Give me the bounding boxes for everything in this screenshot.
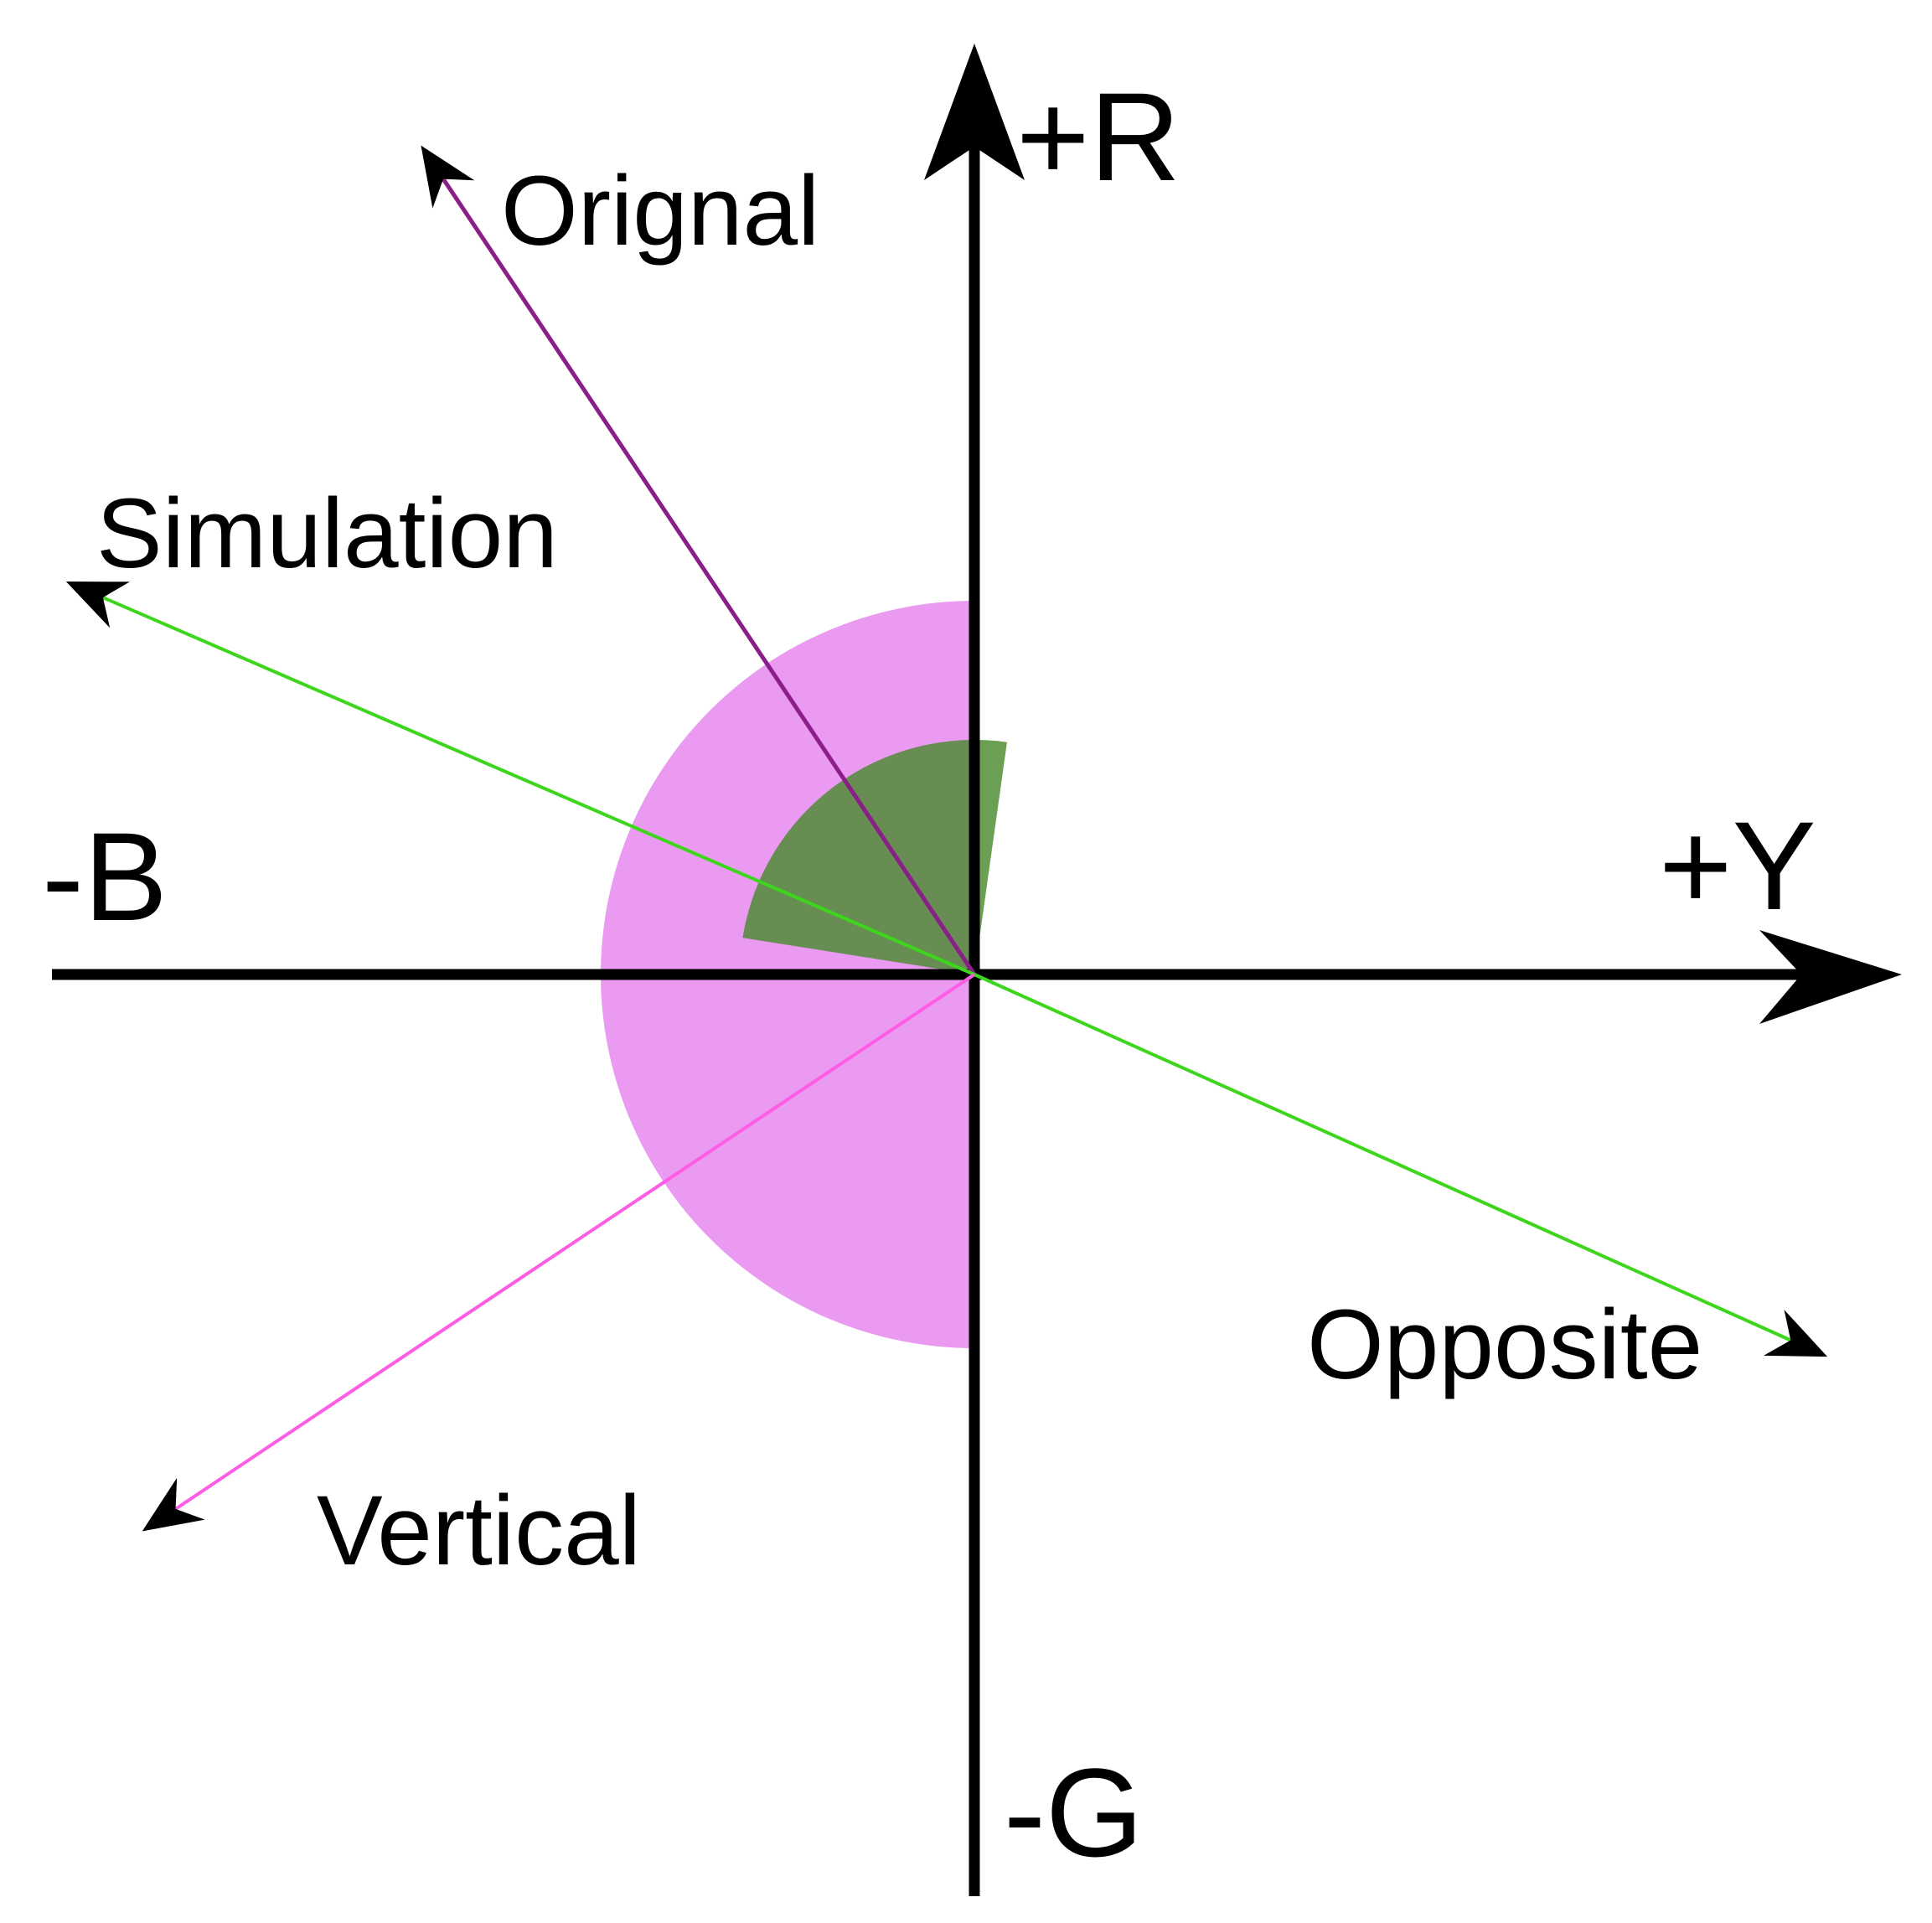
vector-label-vertical: Vertical xyxy=(317,1476,641,1586)
simulation-vector-arrowhead-icon xyxy=(65,582,130,628)
simulation-vector xyxy=(73,583,975,976)
vertical-vector-arrowhead-icon xyxy=(142,1477,205,1532)
opposite-vector-arrowhead-icon xyxy=(1763,1310,1828,1357)
vector-label-opposite: Opposite xyxy=(1307,1290,1702,1400)
inner-sector-region xyxy=(742,740,1007,974)
original-vector-arrowhead-icon xyxy=(421,145,475,209)
vector-label-original: Orignal xyxy=(501,156,819,266)
r-axis-arrowhead-icon xyxy=(924,44,1025,180)
axis-label-neg-b: -B xyxy=(42,806,168,947)
axis-label-pos-y: +Y xyxy=(1659,795,1816,936)
opposite-vector xyxy=(974,973,1821,1355)
vertical-vector xyxy=(147,973,976,1528)
axis-label-pos-r: +R xyxy=(1016,66,1180,207)
vectors-group xyxy=(65,145,1828,1532)
axes-group xyxy=(52,44,1902,1896)
y-axis-arrowhead-icon xyxy=(1759,930,1902,1024)
original-vector xyxy=(423,151,977,976)
axis-label-neg-g: -G xyxy=(1004,1742,1144,1883)
vector-label-simulation: Simulation xyxy=(96,478,558,589)
